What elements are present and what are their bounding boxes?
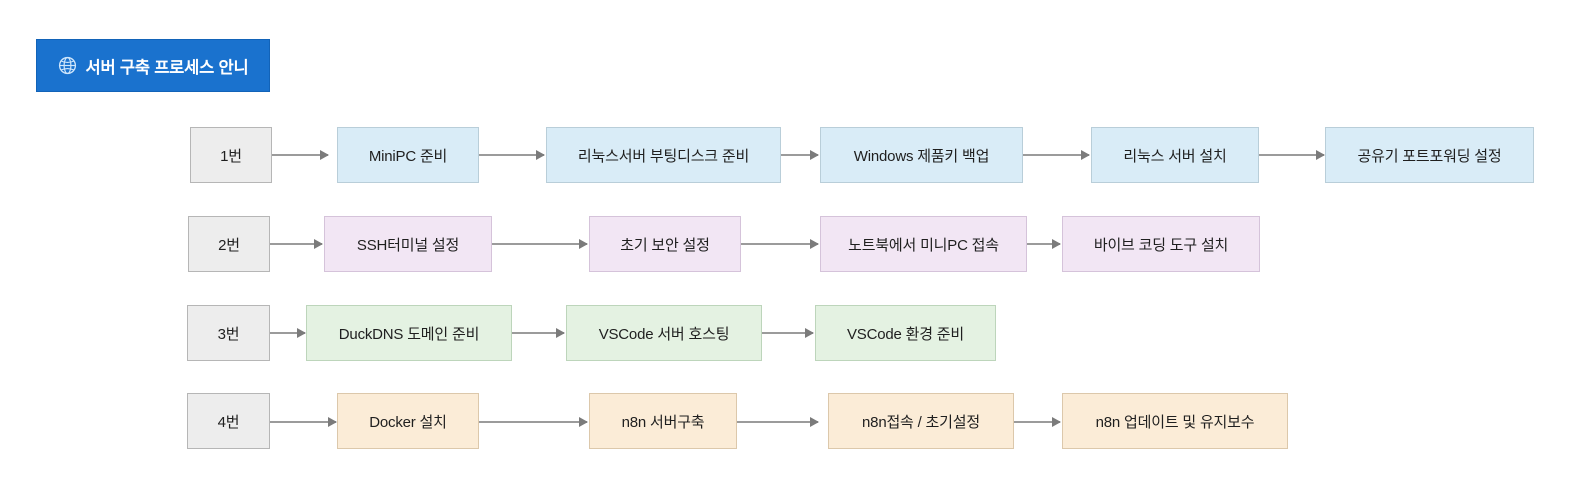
node-row3-step2[interactable]: VSCode 서버 호스팅 — [566, 305, 762, 361]
connector-row4-2 — [737, 417, 819, 427]
connector-row4-3 — [1014, 417, 1061, 427]
connector-row1-1 — [479, 150, 545, 160]
connector-row1-2 — [781, 150, 819, 160]
connector-row1-3 — [1023, 150, 1090, 160]
node-row1-step1[interactable]: MiniPC 준비 — [337, 127, 479, 183]
node-row1-step3[interactable]: Windows 제품키 백업 — [820, 127, 1023, 183]
stage-label-3: 3번 — [187, 305, 270, 361]
connector-row1-4 — [1259, 150, 1325, 160]
connector-row2-3 — [1027, 239, 1061, 249]
node-row2-step1[interactable]: SSH터미널 설정 — [324, 216, 492, 272]
node-row2-step4[interactable]: 바이브 코딩 도구 설치 — [1062, 216, 1260, 272]
stage-label-1: 1번 — [190, 127, 272, 183]
node-row2-step2[interactable]: 초기 보안 설정 — [589, 216, 741, 272]
node-row2-step3[interactable]: 노트북에서 미니PC 접속 — [820, 216, 1027, 272]
connector-row2-1 — [492, 239, 588, 249]
node-row4-step3[interactable]: n8n접속 / 초기설정 — [828, 393, 1014, 449]
node-row4-step1[interactable]: Docker 설치 — [337, 393, 479, 449]
node-row1-step5[interactable]: 공유기 포트포워딩 설정 — [1325, 127, 1534, 183]
stage-label-4: 4번 — [187, 393, 270, 449]
globe-icon — [58, 56, 76, 75]
diagram-title-banner: 서버 구축 프로세스 안니 — [36, 39, 270, 92]
diagram-title-text: 서버 구축 프로세스 안니 — [85, 58, 249, 77]
node-row3-step3[interactable]: VSCode 환경 준비 — [815, 305, 996, 361]
node-row3-step1[interactable]: DuckDNS 도메인 준비 — [306, 305, 512, 361]
connector-row4-1 — [479, 417, 588, 427]
connector-row2-2 — [741, 239, 819, 249]
node-row1-step2[interactable]: 리눅스서버 부팅디스크 준비 — [546, 127, 781, 183]
connector-row3-0 — [270, 328, 306, 338]
connector-row3-1 — [512, 328, 565, 338]
stage-label-2: 2번 — [188, 216, 270, 272]
node-row4-step2[interactable]: n8n 서버구축 — [589, 393, 737, 449]
connector-row2-0 — [270, 239, 323, 249]
node-row1-step4[interactable]: 리눅스 서버 설치 — [1091, 127, 1259, 183]
node-row4-step4[interactable]: n8n 업데이트 및 유지보수 — [1062, 393, 1288, 449]
connector-row1-0 — [272, 150, 329, 160]
connector-row4-0 — [270, 417, 337, 427]
connector-row3-2 — [762, 328, 814, 338]
